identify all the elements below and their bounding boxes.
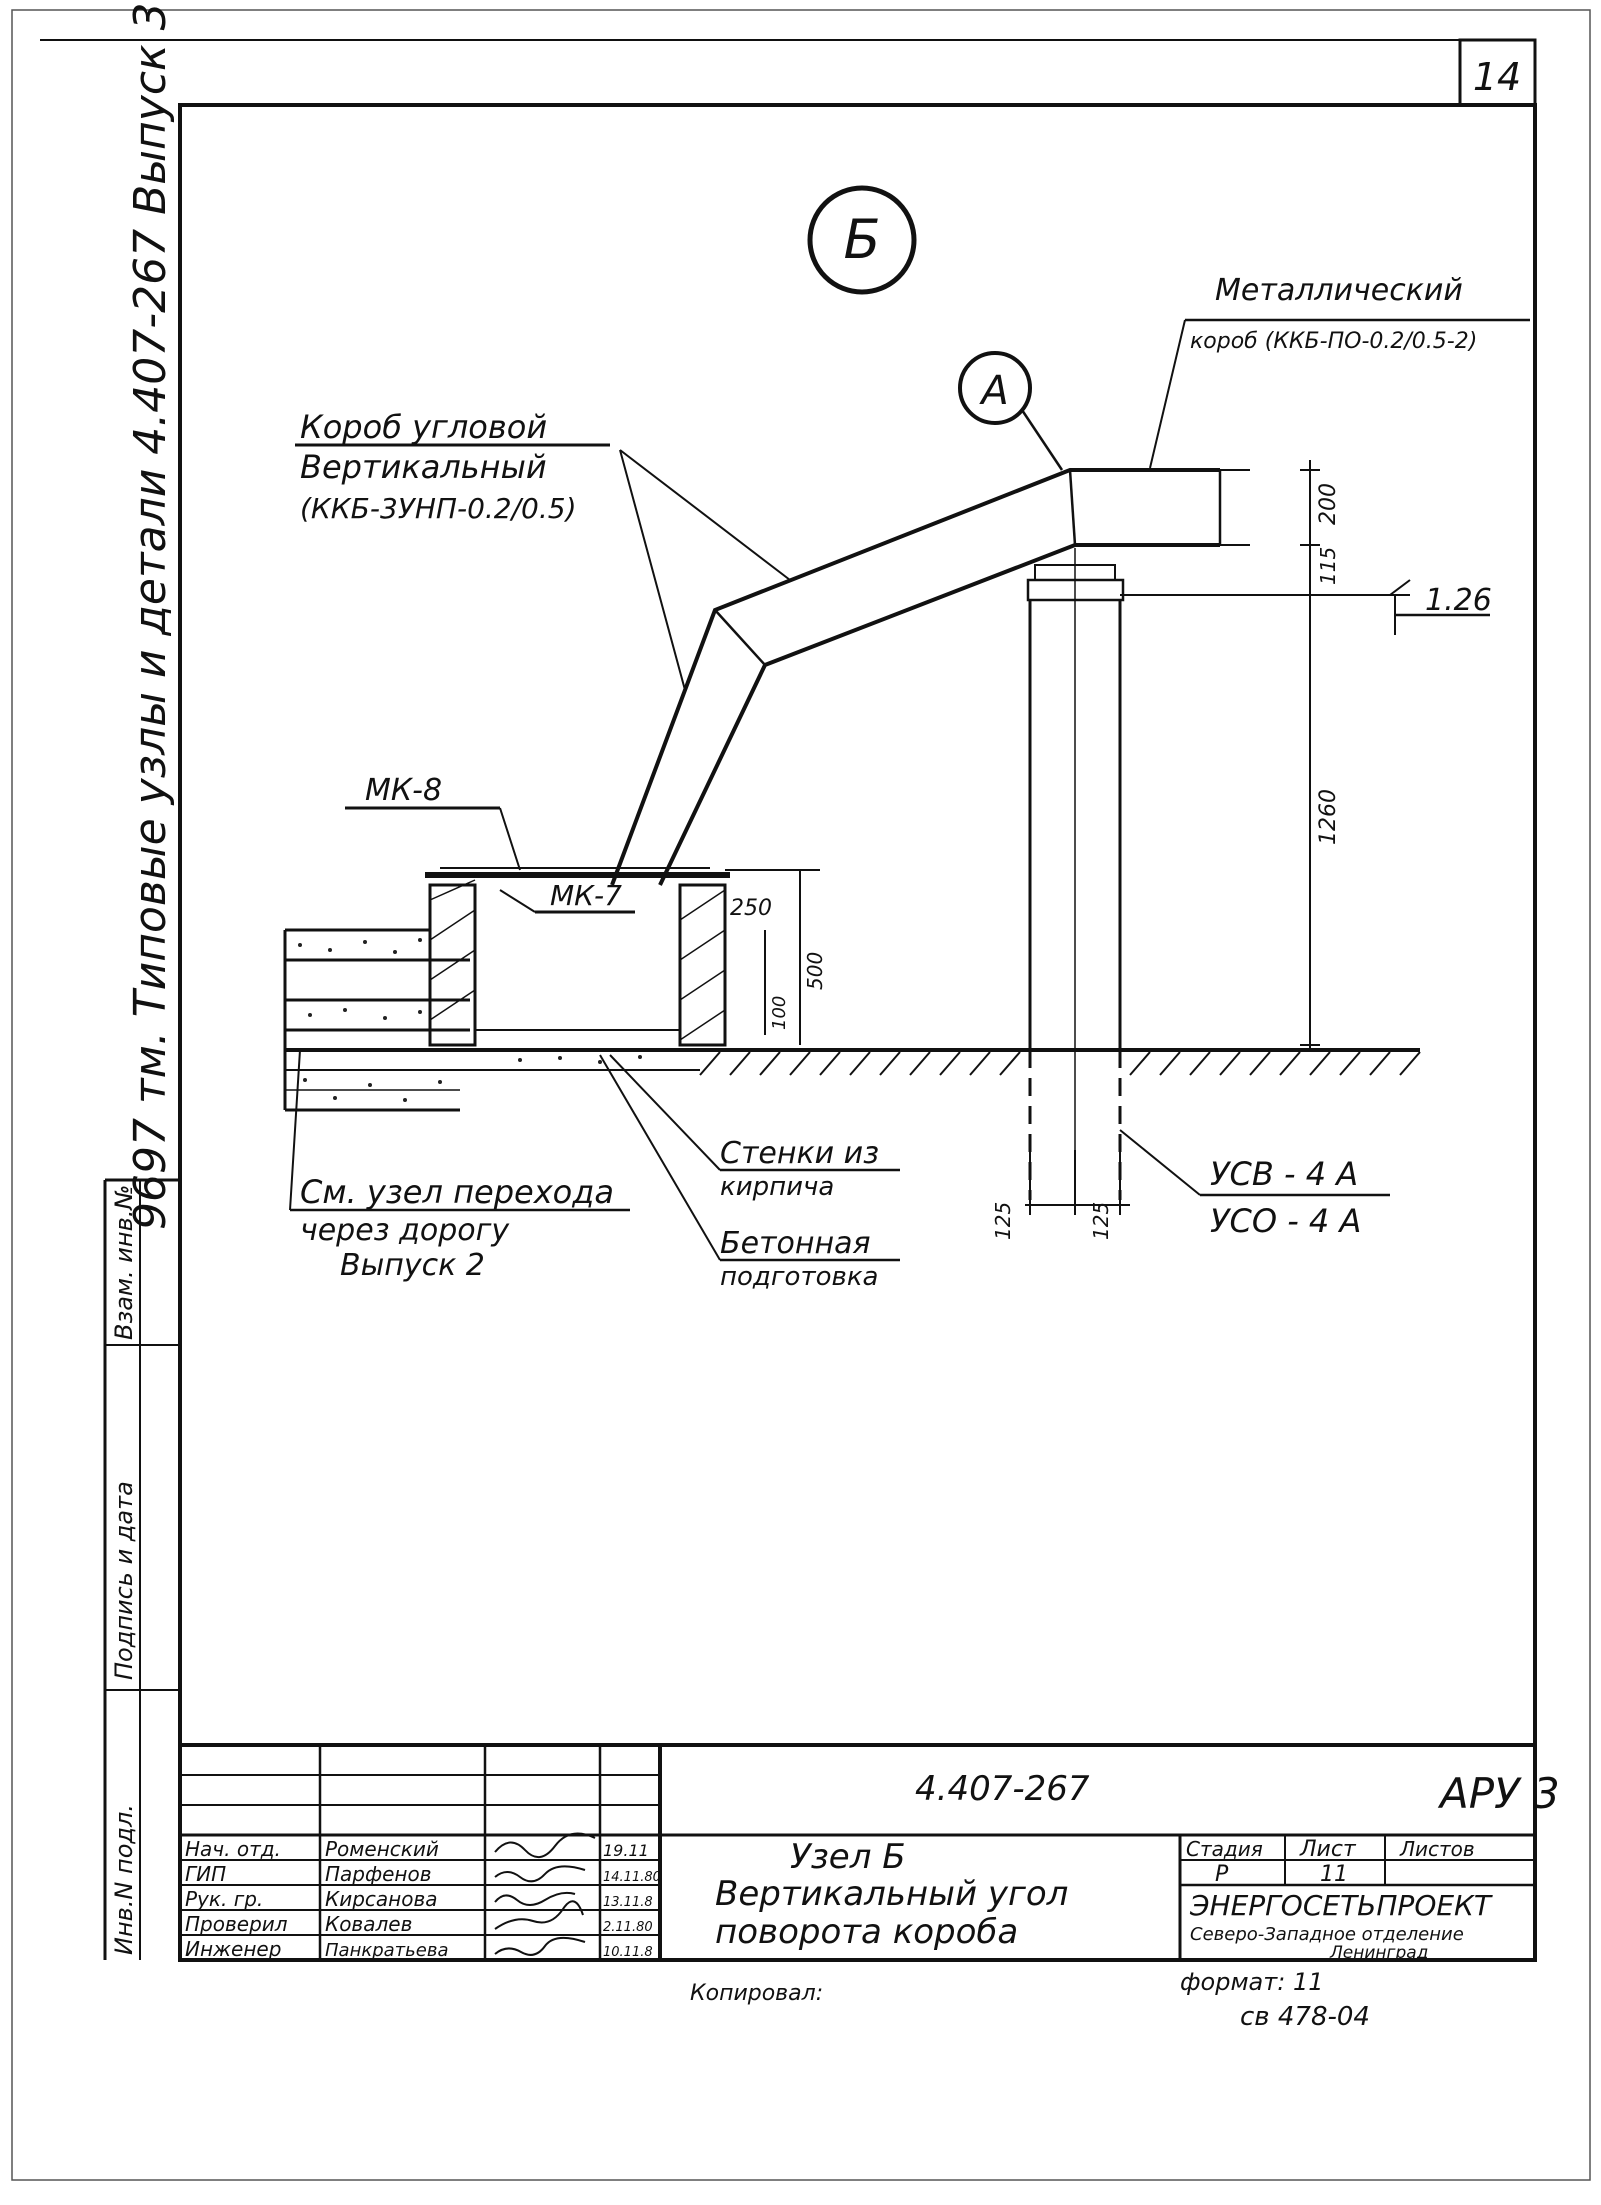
metal-box-label-1: Металлический <box>1215 273 1463 308</box>
sheet-header: Лист <box>1299 1837 1357 1862</box>
org-branch: Северо-Западное отделение <box>1190 1924 1464 1945</box>
corner-box-label-2: Вертикальный <box>300 448 547 486</box>
detail-leader <box>1020 409 1064 471</box>
dim-500: 500 <box>803 952 827 990</box>
stage-header: Стадия <box>1186 1837 1263 1861</box>
staff-date-0: 19.11 <box>603 1841 649 1860</box>
node-mark-circle <box>807 185 917 295</box>
staff-name-1: Парфенов <box>325 1862 432 1886</box>
corner-box <box>610 468 1222 886</box>
staff-date-3: 2.11.80 <box>603 1920 653 1935</box>
staff-name-2: Кирсанова <box>325 1887 438 1911</box>
format-label: формат: 11 <box>1180 1968 1323 1996</box>
staff-name-3: Ковалев <box>325 1912 412 1936</box>
leaders <box>289 318 1530 1262</box>
drawing-labels: Короб угловой Вертикальный (ККБ-3УНП-0.2… <box>300 273 1492 1292</box>
see-node-label-2: через дорогу <box>300 1213 510 1248</box>
pole-label-2: УСО - 4 А <box>1210 1202 1361 1240</box>
pole <box>1026 548 1125 1200</box>
road-layers <box>283 928 700 1112</box>
staff-role-2: Рук. гр. <box>185 1887 263 1911</box>
signatures <box>494 1832 596 1956</box>
staff-role-0: Нач. отд. <box>185 1837 281 1861</box>
corner-box-label-3: (ККБ-3УНП-0.2/0.5) <box>300 492 577 525</box>
corner-box-label-1: Короб угловой <box>300 408 547 446</box>
staff-role-4: Инженер <box>185 1937 281 1961</box>
concrete-speckle <box>298 938 642 1102</box>
title-line-1: Узел Б <box>790 1837 906 1877</box>
metal-box-label-2: короб (ККБ-ПО-0.2/0.5-2) <box>1190 329 1477 354</box>
mk8-label: МК-8 <box>365 773 442 808</box>
side-stamp: 9697 тм. Типовые узлы и детали 4.407-267… <box>125 2 176 1230</box>
inv-original-label: Инв.N подл. <box>110 1804 138 1955</box>
dim-125-left: 125 <box>991 1202 1015 1240</box>
title-line-2: Вертикальный угол <box>715 1874 1068 1914</box>
dimension-lines <box>725 460 1490 1215</box>
dim-115: 115 <box>1316 547 1340 585</box>
staff-role-3: Проверил <box>185 1912 288 1936</box>
drawing-frame <box>178 103 1537 1962</box>
detail-mark-circle <box>958 351 1032 425</box>
title-block-text: 4.407-267 АРУ 3 Узел Б Вертикальный угол… <box>185 1769 1560 1963</box>
detail-mark: А <box>978 368 1008 414</box>
staff-name-4: Панкратьева <box>325 1940 448 1961</box>
sheet-number-box <box>1458 38 1537 107</box>
org-city: Ленинград <box>1329 1943 1428 1963</box>
copied-by: Копировал: <box>690 1981 823 2006</box>
title-block <box>180 1743 1535 1960</box>
sheets-header: Листов <box>1399 1837 1475 1861</box>
walls-label-1: Стенки из <box>720 1136 879 1171</box>
staff-role-1: ГИП <box>185 1862 226 1886</box>
brick-chamber <box>425 867 730 1047</box>
title-line-3: поворота короба <box>715 1912 1018 1952</box>
vzam-inv-label: Взам. инв.№ <box>110 1185 138 1340</box>
dim-250: 250 <box>730 896 772 921</box>
signature-date-label: Подпись и дата <box>110 1481 138 1680</box>
paper-edge <box>11 9 1591 2181</box>
staff-name-0: Роменский <box>325 1837 439 1861</box>
dim-100: 100 <box>769 996 790 1030</box>
staff-date-2: 13.11.8 <box>603 1895 653 1910</box>
see-node-label-3: Выпуск 2 <box>340 1248 485 1283</box>
sheet-value: 11 <box>1320 1862 1348 1887</box>
left-margin-box: Взам. инв.№ Подпись и дата Инв.N подл. <box>103 1178 180 1960</box>
sheet-number: 14 <box>1473 55 1521 99</box>
dim-125-right: 125 <box>1089 1202 1113 1240</box>
concrete-label-1: Бетонная <box>720 1226 871 1261</box>
mk7-label: МК-7 <box>550 879 622 912</box>
see-node-label-1: См. узел перехода <box>300 1173 614 1211</box>
doc-code: 4.407-267 <box>915 1769 1090 1809</box>
staff-date-4: 10.11.8 <box>603 1945 653 1960</box>
dimension-texts: 200 115 1260 250 500 100 125 125 <box>730 483 1341 1240</box>
series-mark: АРУ 3 <box>1437 1769 1560 1818</box>
elevation-label: 1.26 <box>1425 583 1492 618</box>
pole-label-1: УСВ - 4 А <box>1210 1155 1358 1193</box>
archive-ref: св 478-04 <box>1240 2002 1370 2032</box>
staff-date-1: 14.11.80 <box>603 1870 661 1885</box>
ground-hatch <box>699 1051 1421 1076</box>
node-mark: Б <box>843 208 880 271</box>
dim-1260: 1260 <box>1316 789 1341 845</box>
org-name: ЭНЕРГОСЕТЬПРОЕКТ <box>1189 1889 1493 1922</box>
concrete-label-2: подготовка <box>720 1262 878 1292</box>
dim-200: 200 <box>1316 483 1341 525</box>
walls-label-2: кирпича <box>720 1172 834 1202</box>
stage-value: Р <box>1215 1862 1229 1887</box>
